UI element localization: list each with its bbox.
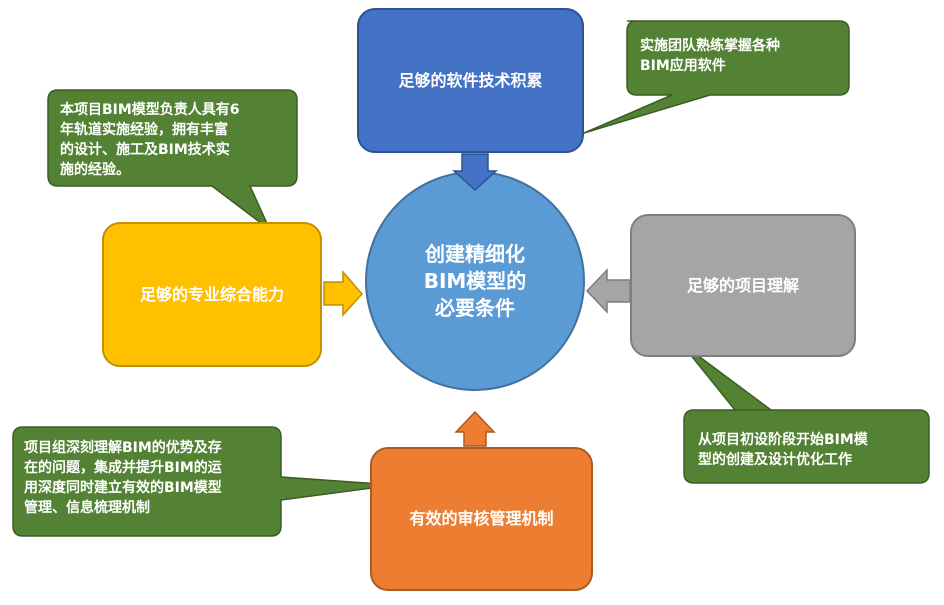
center-title: 创建精细化 BIM模型的 必要条件 [423,241,527,320]
callout-bottom-left-text: 项目组深刻理解BIM的优势及存 在的问题，集成并提升BIM的运 用深度同时建立有… [24,440,222,516]
box-review-mechanism: 有效的审核管理机制 [370,447,593,591]
callout-top-right-text: 实施团队熟练掌握各种 BIM应用软件 [640,38,780,74]
arrow-left-icon [585,268,631,314]
callout-bottom-right-text: 从项目初设阶段开始BIM模 型的创建及设计优化工作 [698,432,868,468]
box-software: 足够的软件技术积累 [357,8,584,153]
box-project-understanding-label: 足够的项目理解 [686,275,799,295]
arrow-down-icon [452,153,498,192]
box-software-label: 足够的软件技术积累 [398,70,543,90]
callout-top-left-text: 本项目BIM模型负责人具有6 年轨道实施经验，拥有丰富 的设计、施工及BIM技术… [60,102,240,178]
callout-bubble-bottom-right [680,342,930,484]
callout-bubble-top-left [47,89,298,231]
arrow-right-icon [323,269,364,317]
callout-bubble-top-right [583,20,850,134]
callout-bubble-bottom-left [12,426,395,537]
arrow-up-icon [454,410,496,447]
box-project-understanding: 足够的项目理解 [630,214,856,357]
box-professional: 足够的专业综合能力 [102,222,322,367]
box-professional-label: 足够的专业综合能力 [139,284,284,304]
box-review-mechanism-label: 有效的审核管理机制 [409,509,554,528]
